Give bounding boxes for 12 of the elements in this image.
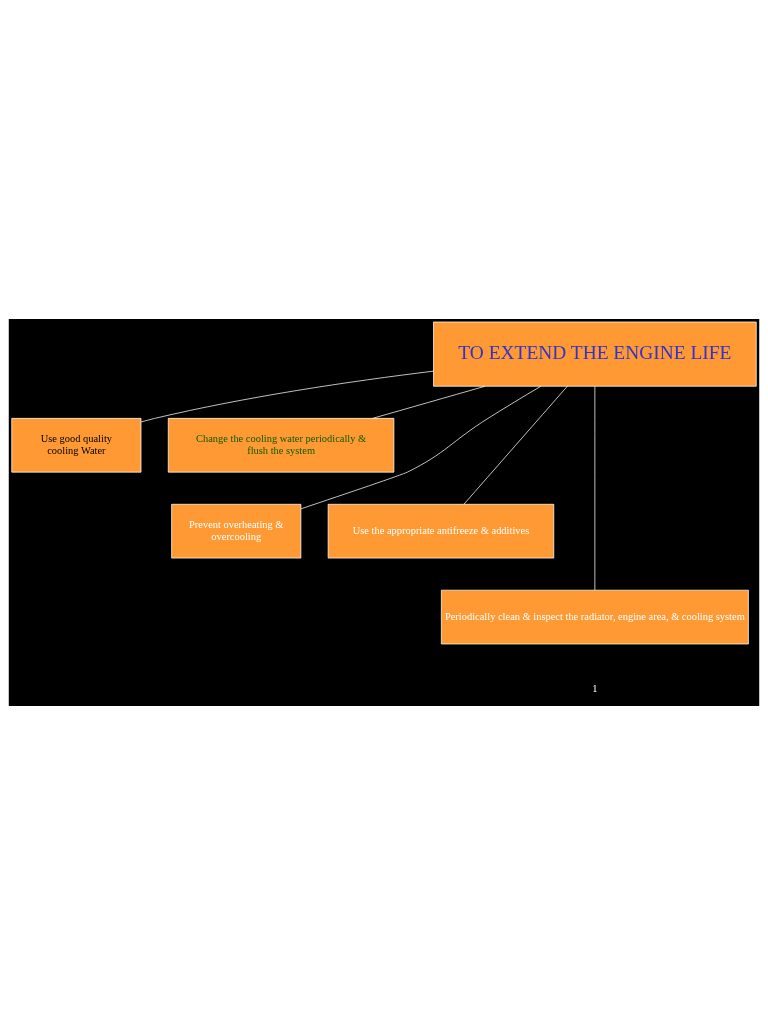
connector — [372, 385, 486, 419]
node-box: Periodically clean & inspect the radiator, engine area, & cooling system — [440, 589, 749, 644]
node-box: Use the appropriate antifreeze & additives — [327, 503, 555, 558]
node-box: Change the cooling water periodically & flush the system — [167, 417, 395, 473]
connector — [300, 385, 542, 509]
connector — [463, 385, 568, 505]
connector — [140, 370, 434, 422]
node-box: Prevent overheating & overcooling — [171, 503, 302, 558]
connector — [594, 385, 596, 591]
node-box: Use good quality cooling Water — [11, 417, 142, 473]
node-box: TO EXTEND THE ENGINE LIFE — [433, 321, 757, 387]
label: 1 — [592, 682, 598, 694]
